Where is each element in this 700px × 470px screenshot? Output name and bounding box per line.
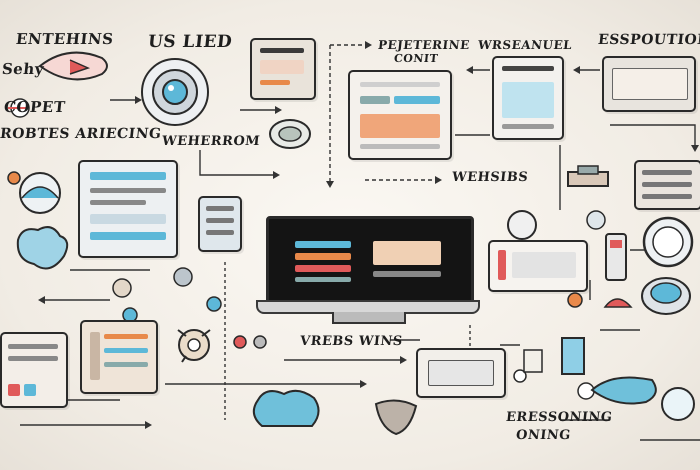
gear-icon [177,329,211,363]
label-wrseanuel: WRSEANUEL [477,38,573,52]
speaker-icon [141,58,209,126]
tablet-window [492,56,564,140]
label-pejeterine: PEJETERINE [377,38,471,52]
phone-icon [605,233,627,281]
cups-icon [523,337,585,375]
label-conit: CONIT [393,52,439,65]
panel-bottom-left [0,332,68,408]
fish-icon [8,51,108,118]
label-vrebs-wins: VREBS WINS [299,334,404,349]
drone-icon [590,376,695,421]
panel-bottom-center [416,348,506,398]
browser-window-top-left [250,38,316,100]
label-wehsibs: WEHSIBS [451,170,529,185]
label-onong: ONING [515,428,572,443]
panel-small-left [198,196,242,252]
gauge-icon [7,171,61,214]
monitor-left [78,160,178,258]
small-icons [112,210,633,400]
laptop-stand [332,312,406,324]
monitor-top-right [602,56,696,112]
puzzle-icon [252,389,320,427]
label-copet: COPET [3,98,67,116]
label-entehins: ENTEHINS [15,30,115,48]
browser-window-center [348,70,452,160]
magnifier-icon [642,216,694,268]
label-us-lied: US LIED [146,32,234,52]
cloud-icon [16,226,69,270]
label-esspoutions: ESSPOUTIONS [597,32,700,48]
camera-icon [567,165,609,187]
panel-bottom-left-2 [80,320,158,394]
panel-right-top [634,160,700,210]
label-eressoning: ERESSONING [505,410,614,425]
label-wehenrom: WEHERROM [161,134,261,149]
helmet-icon [641,277,691,315]
panel-right-mid [488,240,588,292]
bell-icon [374,399,418,436]
label-robtes: ROBTES ARIECING [0,126,163,142]
laptop-screen [266,216,474,306]
label-sehy: Sehy [1,60,45,78]
goggle-icon [269,119,311,149]
